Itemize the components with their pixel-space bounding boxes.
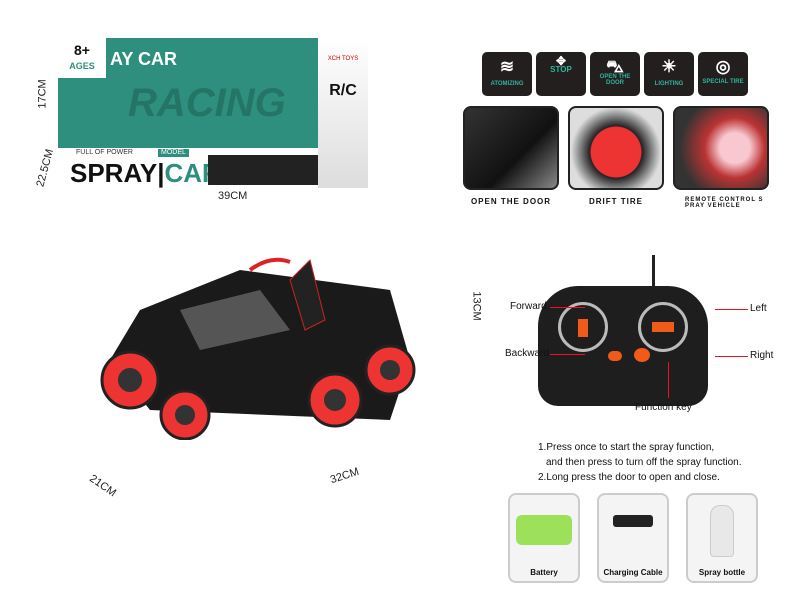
feature-label: ATOMIZING bbox=[490, 81, 524, 87]
box-bg-word: RACING bbox=[128, 81, 286, 125]
usb-cable-icon bbox=[613, 515, 653, 527]
box-depth: 22.5CM bbox=[34, 147, 57, 189]
spray-car-image bbox=[100, 257, 416, 440]
pointer-line bbox=[550, 354, 585, 355]
caption-open-door: OPEN THE DOOR bbox=[470, 197, 552, 206]
feature-open-door: ⛍OPEN THE DOOR bbox=[590, 52, 640, 96]
accessory-charging-cable: Charging Cable bbox=[597, 493, 669, 583]
label-right: Right bbox=[750, 350, 774, 361]
photo-open-door bbox=[463, 106, 559, 190]
caption-drift-tire: DRIFT TIRE bbox=[589, 197, 643, 206]
pointer-line bbox=[715, 309, 748, 310]
battery-icon bbox=[516, 515, 572, 545]
accessory-battery: Battery bbox=[508, 493, 580, 583]
box-width: 39CM bbox=[218, 190, 248, 202]
stick-knob bbox=[578, 319, 588, 337]
brand: XCH TOYS bbox=[327, 56, 359, 62]
full-of-power: FULL OF POWER bbox=[76, 149, 133, 156]
accessory-label: Spray bottle bbox=[698, 568, 746, 577]
age: 8+ bbox=[74, 42, 90, 58]
left-stick bbox=[558, 302, 608, 352]
age-label: AGES bbox=[69, 61, 95, 71]
photo-drift-tire bbox=[568, 106, 664, 190]
pointer-line bbox=[668, 362, 669, 398]
pointer-line bbox=[550, 307, 585, 308]
arrows-icon: ✥ bbox=[555, 54, 567, 68]
caption-spray-vehicle: REMOTE CONTROL S PRAY VEHICLE bbox=[685, 197, 764, 209]
accessory-label: Charging Cable bbox=[603, 568, 663, 577]
rc-logo: R/C bbox=[329, 82, 357, 99]
feature-label: SPECIAL TIRE bbox=[702, 79, 744, 85]
feature-stop: ✥STOP bbox=[536, 52, 586, 96]
feature-special-tire: ◎ SPECIAL TIRE bbox=[698, 52, 748, 96]
box-height: 17CM bbox=[36, 79, 49, 109]
box-window: RACING 8+ AGES AY CAR bbox=[58, 38, 318, 148]
spray-word: SPRAY bbox=[70, 158, 158, 188]
feature-label: OPEN THE DOOR bbox=[599, 74, 631, 86]
antenna bbox=[652, 255, 655, 290]
feature-atomizing: ≋ ATOMIZING bbox=[482, 52, 532, 96]
right-stick bbox=[638, 302, 688, 352]
remote-controller bbox=[538, 286, 708, 406]
feature-lighting: ☀ LIGHTING bbox=[644, 52, 694, 96]
instruction-1-cont: and then press to turn off the spray fun… bbox=[546, 457, 742, 468]
feature-label: STOP bbox=[550, 65, 572, 74]
label-forward: Forward bbox=[510, 301, 547, 312]
pointer-line bbox=[715, 356, 748, 357]
instruction-2: 2.Long press the door to open and close. bbox=[538, 472, 720, 483]
box-title: SPRAY|CAR bbox=[70, 158, 221, 188]
car-length: 32CM bbox=[328, 465, 361, 487]
label-left: Left bbox=[750, 303, 767, 314]
age-badge: 8+ AGES bbox=[58, 38, 106, 78]
car-depth: 21CM bbox=[87, 472, 119, 500]
spray-icon: ≋ bbox=[499, 57, 515, 76]
instructions: 1.Press once to start the spray function… bbox=[538, 440, 742, 485]
car-door-icon: ⛍ bbox=[606, 57, 624, 76]
function-key-button bbox=[634, 348, 650, 362]
accessory-label: Battery bbox=[530, 568, 558, 577]
car-height: 13CM bbox=[470, 291, 483, 321]
photo-spray bbox=[673, 106, 769, 190]
bottle-icon bbox=[710, 505, 734, 557]
bulb-icon: ☀ bbox=[661, 57, 677, 76]
label-backward: Backward bbox=[505, 348, 549, 359]
box-feature-icons bbox=[208, 155, 318, 185]
product-box: RACING 8+ AGES AY CAR XCH TOYS R/C FULL O… bbox=[58, 38, 368, 188]
accessory-spray-bottle: Spray bottle bbox=[686, 493, 758, 583]
instruction-1: 1.Press once to start the spray function… bbox=[538, 442, 715, 453]
stick-knob bbox=[652, 322, 674, 332]
box-top-title: AY CAR bbox=[110, 49, 178, 69]
tire-icon: ◎ bbox=[715, 57, 731, 76]
label-function-key: Function key bbox=[635, 402, 692, 413]
box-side: XCH TOYS R/C bbox=[318, 38, 368, 188]
model-tag: MODEL bbox=[158, 149, 189, 157]
feature-label: LIGHTING bbox=[654, 81, 684, 87]
orange-button bbox=[608, 351, 622, 361]
